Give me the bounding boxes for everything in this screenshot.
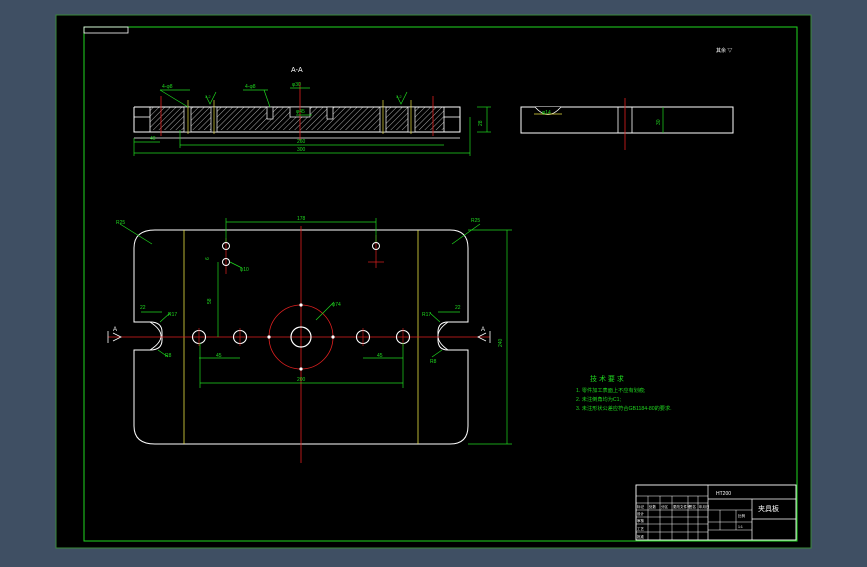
svg-text:40: 40 — [150, 136, 156, 142]
section-body-hatch — [150, 107, 444, 130]
svg-text:260: 260 — [297, 139, 306, 145]
svg-text:其余 ▽: 其余 ▽ — [716, 47, 732, 54]
svg-text:3.2: 3.2 — [396, 94, 402, 99]
svg-text:标记: 标记 — [637, 504, 645, 509]
plan-view: 178 R25 R25 φ10 6 58 22 22 R17 R17 R8 R8… — [107, 216, 512, 463]
part-name: 夹具板 — [758, 504, 779, 513]
center-bore — [290, 326, 312, 348]
svg-text:R8: R8 — [165, 353, 172, 359]
tech-item-1: 1. 零件加工表面上不应有划痕; — [576, 386, 645, 394]
svg-text:φ14: φ14 — [542, 110, 551, 116]
svg-text:240: 240 — [498, 338, 504, 347]
svg-text:工艺: 工艺 — [637, 526, 645, 531]
svg-text:R17: R17 — [168, 312, 177, 318]
material-label: HT200 — [716, 491, 731, 497]
svg-text:28: 28 — [478, 120, 484, 126]
svg-text:R8: R8 — [430, 359, 437, 365]
svg-text:φ45: φ45 — [296, 109, 305, 115]
svg-text:30: 30 — [656, 119, 662, 125]
svg-text:φ74: φ74 — [332, 302, 341, 308]
svg-text:年月日: 年月日 — [699, 504, 710, 509]
svg-text:A: A — [113, 327, 117, 333]
svg-text:45: 45 — [377, 353, 383, 359]
svg-text:处数: 处数 — [649, 504, 657, 509]
svg-text:6: 6 — [205, 257, 211, 260]
title-block: HT200 夹具板 比例 1:1 标记 处数 分区 更改文件号 签名 年月日 设… — [635, 484, 797, 541]
code-box — [83, 26, 129, 34]
svg-text:45: 45 — [216, 353, 222, 359]
svg-text:审核: 审核 — [637, 518, 645, 523]
svg-text:178: 178 — [297, 216, 306, 222]
corner-roughness-note: 其余 ▽ — [716, 47, 732, 54]
svg-text:R25: R25 — [471, 218, 480, 224]
svg-text:R25: R25 — [116, 220, 125, 226]
svg-text:3.2: 3.2 — [205, 94, 211, 99]
svg-text:22: 22 — [140, 305, 146, 311]
svg-text:1:1: 1:1 — [738, 525, 743, 529]
svg-text:A: A — [481, 327, 485, 333]
svg-text:22: 22 — [455, 305, 461, 311]
svg-text:300: 300 — [297, 147, 306, 153]
svg-text:比例: 比例 — [738, 513, 746, 518]
inner-frame — [83, 26, 798, 542]
side-view: φ14 30 — [520, 98, 734, 150]
tech-title: 技 术 要 求 — [590, 374, 624, 383]
svg-text:4-φ8: 4-φ8 — [162, 84, 173, 90]
svg-text:分区: 分区 — [661, 504, 669, 509]
svg-text:签名: 签名 — [689, 504, 696, 509]
svg-text:200: 200 — [297, 377, 306, 383]
svg-text:φ10: φ10 — [240, 267, 249, 273]
section-label: A-A — [291, 67, 303, 74]
section-outline — [133, 106, 461, 133]
tech-item-2: 2. 未注倒角均为C1; — [576, 395, 621, 403]
svg-text:58: 58 — [207, 298, 213, 304]
svg-text:R17: R17 — [422, 312, 431, 318]
svg-text:批准: 批准 — [637, 534, 645, 539]
svg-text:更改文件号: 更改文件号 — [673, 504, 691, 509]
plan-outline — [133, 229, 469, 445]
svg-text:4-φ8: 4-φ8 — [245, 84, 256, 90]
svg-text:设计: 设计 — [637, 511, 645, 516]
svg-text:φ30: φ30 — [292, 82, 301, 88]
section-view: A-A — [133, 67, 491, 156]
tech-requirements: 技 术 要 求 1. 零件加工表面上不应有划痕; 2. 未注倒角均为C1; 3.… — [576, 374, 672, 412]
drawing-sheet — [55, 14, 812, 549]
tech-item-3: 3. 未注形状公差应符合GB1184-80的要求. — [576, 404, 672, 412]
